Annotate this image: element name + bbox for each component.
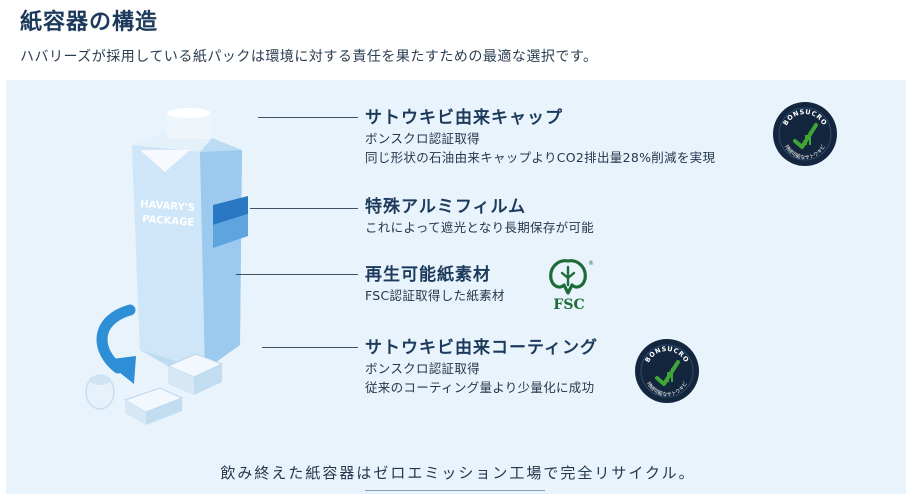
feature-cap: サトウキビ由来キャップ ボンスクロ認証取得 同じ形状の石油由来キャップよりCO2… bbox=[365, 107, 715, 167]
lead-text: ハバリーズが採用している紙パックは環境に対する責任を果たすための最適な選択です。 bbox=[20, 49, 598, 65]
svg-text:®: ® bbox=[588, 260, 594, 267]
feature-title: 特殊アルミフィルム bbox=[365, 197, 527, 217]
carton-label-line2: PACKAGE bbox=[142, 214, 195, 229]
feature-line: これによって遮光となり長期保存が可能 bbox=[365, 220, 595, 235]
fsc-logo-icon: ® FSC bbox=[549, 259, 594, 313]
bonsucro-badge-icon: BONSUCRO 持続可能なサトウキビ bbox=[773, 102, 837, 166]
carton-illustration: HAVARY'S PACKAGE bbox=[85, 108, 248, 425]
connector-cap bbox=[258, 117, 358, 118]
connector-film bbox=[250, 208, 358, 209]
svg-text:FSC: FSC bbox=[553, 297, 584, 313]
page-title: 紙容器の構造 bbox=[20, 10, 159, 35]
feature-line: ボンスクロ認証取得 bbox=[365, 361, 480, 376]
feature-coating: サトウキビ由来コーティング ボンスクロ認証取得 従来のコーティング量より少量化に… bbox=[365, 337, 598, 397]
feature-line: 同じ形状の石油由来キャップよりCO2排出量28%削減を実現 bbox=[365, 150, 716, 165]
feature-paper: 再生可能紙素材 FSC認証取得した紙素材 bbox=[365, 264, 505, 305]
bonsucro-badge-icon: BONSUCRO 持続可能なサトウキビ bbox=[635, 339, 699, 403]
feature-line: 従来のコーティング量より少量化に成功 bbox=[365, 380, 595, 395]
carton-label-line1: HAVARY'S bbox=[140, 199, 196, 214]
connector-coating bbox=[262, 347, 358, 348]
feature-film: 特殊アルミフィルム これによって遮光となり長期保存が可能 bbox=[365, 196, 594, 237]
recycle-arrowhead bbox=[104, 356, 136, 384]
feature-title: サトウキビ由来キャップ bbox=[365, 108, 563, 128]
connector-paper bbox=[236, 274, 358, 275]
feature-line: FSC認証取得した紙素材 bbox=[365, 288, 505, 303]
feature-title: 再生可能紙素材 bbox=[365, 265, 491, 285]
recycle-note: 飲み終えた紙容器はゼロエミッション工場で完全リサイクル。 bbox=[220, 464, 696, 482]
feature-title: サトウキビ由来コーティング bbox=[365, 338, 598, 358]
footer-divider bbox=[365, 490, 545, 491]
feature-line: ボンスクロ認証取得 bbox=[365, 131, 480, 146]
